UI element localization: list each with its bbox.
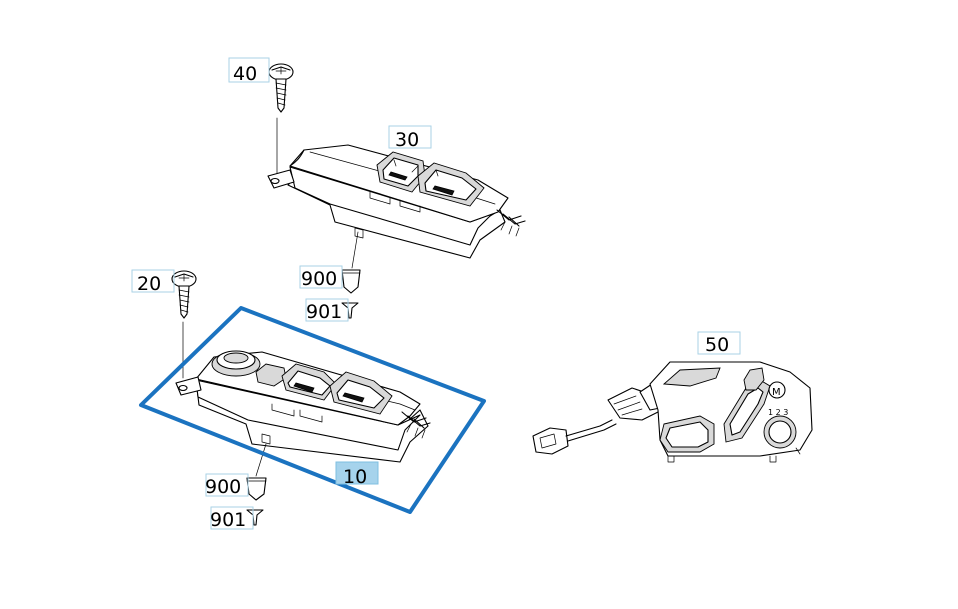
part-900-a[interactable]	[341, 269, 361, 294]
part-901-b[interactable]	[246, 509, 264, 526]
svg-text:40: 40	[233, 63, 257, 85]
callout-900-top[interactable]: 900	[299, 265, 343, 290]
callout-20[interactable]: 20	[131, 269, 175, 295]
svg-text:50: 50	[705, 334, 729, 356]
svg-text:10: 10	[343, 466, 367, 488]
svg-text:901: 901	[306, 301, 342, 323]
callout-901-top[interactable]: 901	[305, 298, 349, 323]
part-40-screw[interactable]	[268, 63, 294, 176]
svg-text:1 2 3: 1 2 3	[768, 408, 788, 417]
part-900-b[interactable]	[246, 477, 267, 501]
part-10-switch-unit[interactable]	[175, 350, 431, 477]
svg-text:901: 901	[210, 509, 246, 531]
callout-50[interactable]: 50	[697, 331, 741, 356]
svg-text:900: 900	[205, 476, 241, 498]
part-901-a[interactable]	[341, 302, 359, 319]
svg-text:M: M	[772, 387, 781, 398]
callout-900-bottom[interactable]: 900	[205, 473, 249, 498]
part-30-switch-unit[interactable]	[267, 144, 526, 269]
callout-901-bottom[interactable]: 901	[210, 506, 254, 531]
callout-30[interactable]: 30	[388, 125, 432, 151]
part-50-seat-switch[interactable]: M 1 2 3	[532, 361, 813, 463]
svg-text:30: 30	[395, 129, 419, 151]
svg-text:900: 900	[301, 268, 337, 290]
selection-outline-part-10	[139, 306, 486, 514]
part-20-screw[interactable]	[171, 270, 197, 379]
callout-40[interactable]: 40	[228, 57, 270, 85]
svg-text:20: 20	[137, 273, 161, 295]
callout-10[interactable]: 10	[335, 461, 379, 488]
